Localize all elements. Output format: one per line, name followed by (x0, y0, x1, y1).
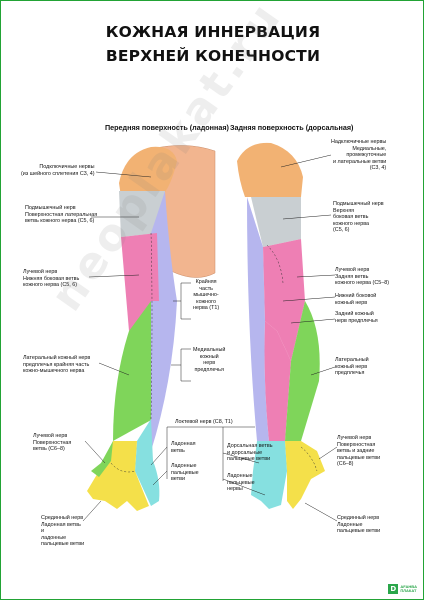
anterior-arm (87, 145, 216, 511)
posterior-arm (237, 142, 325, 509)
logo-mark-icon: D (388, 584, 399, 594)
label-center-medial-antebrachial: Медиальный кожный нерв предплечья (193, 347, 226, 373)
posterior-forearm-zone (264, 321, 291, 441)
posterior-shoulder-zone (237, 142, 303, 197)
posterior-radial-hand-zone (285, 441, 325, 509)
label-right-supraclavicular: Надключичные нервы Медиальные, промежуто… (331, 139, 387, 172)
label-left-axillary: Подмышечный нерв Поверхностная латеральн… (25, 205, 98, 225)
posterior-lateral-zone (285, 301, 320, 441)
label-right-lower-lateral: Нижний боковой кожный нерв (335, 293, 377, 306)
poster-title-line2: ВЕРХНЕЙ КОНЕЧНОСТИ (105, 47, 321, 65)
label-center-ulnar: Локтевой нерв (C8, T1) (175, 419, 233, 425)
posterior-medial-zone (247, 197, 269, 441)
label-center-palmar-digital-2: Ладонные пальцевые нервы (227, 473, 255, 493)
label-right-median-hand: Срединный нерв Ладонные пальцевые ветви (337, 515, 381, 535)
logo-line2: ПЛАКАТ (400, 588, 417, 593)
label-right-axillary: Подмышечный нерв Верхняя боковая ветвь к… (333, 201, 384, 234)
anterior-shoulder-zone (119, 146, 177, 197)
anterior-medial-forearm-zone (151, 301, 177, 451)
posterior-heading: Задняя поверхность (дорсальная) (230, 123, 354, 132)
logo-line1: AFAHBA (400, 583, 417, 589)
label-right-posterior-cutaneous: Задний кожный нерв предплечья (335, 311, 378, 324)
label-center-palmar-branch: Ладонная ветвь (171, 441, 196, 454)
publisher-logo: D AFAHBA ПЛАКАТ (388, 584, 417, 594)
anterior-heading: Передняя поверхность (ладонная) (105, 123, 229, 132)
anterior-radial-hand-zone (91, 441, 113, 477)
label-left-radial-hand: Лучевой нерв Поверхностная ветвь (C6–8) (33, 433, 72, 453)
label-left-lateral-cutaneous: Латеральный кожный нерв предплечья крайн… (23, 355, 91, 375)
label-right-radial-hand: Лучевой нерв Поверхностная ветвь и задни… (337, 435, 381, 468)
anterior-lateral-forearm-zone (113, 301, 153, 441)
anterior-ulnar-zone (135, 419, 160, 506)
label-right-lateral-cutaneous: Латеральный кожный нерв предплечья (335, 357, 369, 377)
label-left-median-hand: Срединный нерв Ладонная ветвь и ладонные… (41, 515, 85, 548)
anterior-median-zone (87, 441, 149, 511)
posterior-axillary-zone (251, 197, 301, 247)
label-center-medial-brachial: Крайняя часть мышечно- кожного нерва (T1… (193, 279, 220, 312)
poster-title-line1: КОЖНАЯ ИННЕРВАЦИЯ (105, 23, 321, 41)
label-center-dorsal-branch: Дорсальная ветвь и дорсальные пальцевые … (227, 443, 273, 463)
label-left-radial: Лучевой нерв Нижняя боковая ветвь кожног… (23, 269, 80, 289)
posterior-radial-zone (263, 239, 305, 361)
leader-lines (82, 154, 338, 522)
anterior-hand-dash (110, 462, 136, 473)
label-right-radial: Лучевой нерв Задняя ветвь кожного нерва … (335, 267, 390, 287)
label-center-palmar-digital: Ладонные пальцевые ветви (171, 463, 199, 483)
label-left-supraclavicular: Подключичные нервы (из шейного сплетения… (21, 164, 95, 177)
posterior-ulnar-zone (251, 441, 287, 509)
anterior-boundary-dash (150, 232, 153, 420)
